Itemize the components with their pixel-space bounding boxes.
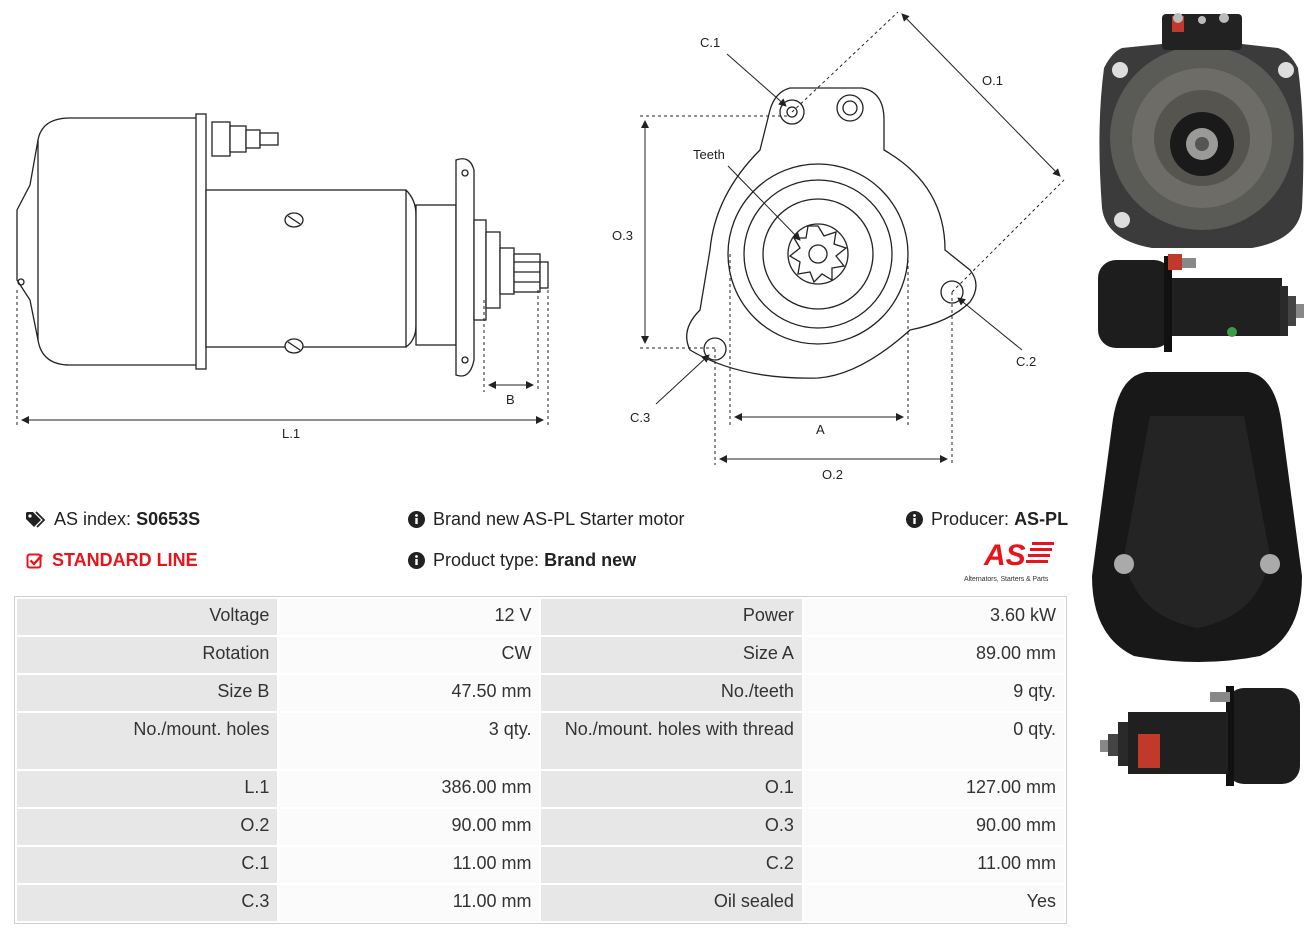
- spec-value: 127.00 mm: [803, 771, 1064, 807]
- spec-label: No./mount. holes with thread: [541, 713, 802, 769]
- description-text: Brand new AS-PL Starter motor: [433, 509, 685, 529]
- product-photo-front[interactable]: [1092, 8, 1306, 252]
- table-row: C.1 11.00 mm C.2 11.00 mm: [17, 847, 1064, 883]
- front-view: [640, 11, 1065, 465]
- table-row: Rotation CW Size A 89.00 mm: [17, 637, 1064, 673]
- dim-label-c3: C.3: [630, 410, 650, 425]
- spec-label: Rotation: [17, 637, 278, 673]
- table-row: Voltage 12 V Power 3.60 kW: [17, 599, 1064, 635]
- logo-tagline: Alternators, Starters & Parts: [964, 576, 1049, 583]
- spec-label: No./teeth: [541, 675, 802, 711]
- producer-label: Producer:: [931, 509, 1010, 529]
- tags-icon: [26, 510, 46, 529]
- info-circle-icon: [408, 511, 425, 528]
- dim-label-o3: O.3: [612, 228, 633, 243]
- table-row: L.1 386.00 mm O.1 127.00 mm: [17, 771, 1064, 807]
- spec-label: No./mount. holes: [17, 713, 278, 769]
- spec-value: 90.00 mm: [279, 809, 540, 845]
- dim-label-c1: C.1: [700, 35, 720, 50]
- spec-value: 12 V: [279, 599, 540, 635]
- spec-label: Oil sealed: [541, 885, 802, 921]
- info-circle-icon: [906, 511, 923, 528]
- spec-value: 90.00 mm: [803, 809, 1064, 845]
- table-row: Size B 47.50 mm No./teeth 9 qty.: [17, 675, 1064, 711]
- dim-label-b: B: [506, 392, 515, 407]
- spec-value: 0 qty.: [803, 713, 1064, 769]
- product-line: STANDARD LINE: [26, 550, 198, 571]
- spec-value: 386.00 mm: [279, 771, 540, 807]
- spec-value: 3.60 kW: [803, 599, 1064, 635]
- as-index-value: S0653S: [136, 509, 201, 529]
- product-description: Brand new AS-PL Starter motor: [408, 509, 684, 530]
- spec-value: 3 qty.: [279, 713, 540, 769]
- spec-label: C.1: [17, 847, 278, 883]
- spec-label: C.3: [17, 885, 278, 921]
- spec-value: 11.00 mm: [279, 847, 540, 883]
- info-circle-icon: [408, 552, 425, 569]
- svg-text:AS: AS: [983, 539, 1026, 569]
- producer: Producer: AS-PL: [906, 509, 1068, 530]
- as-pl-logo-mark: AS: [983, 539, 1054, 572]
- spec-label: L.1: [17, 771, 278, 807]
- spec-table: Voltage 12 V Power 3.60 kW Rotation CW S…: [14, 596, 1067, 924]
- as-index-label: AS index:: [54, 509, 132, 529]
- table-row: O.2 90.00 mm O.3 90.00 mm: [17, 809, 1064, 845]
- product-type: Product type: Brand new: [408, 550, 636, 571]
- product-photo-side[interactable]: [1094, 252, 1306, 356]
- spec-value: 47.50 mm: [279, 675, 540, 711]
- dim-label-o2: O.2: [822, 467, 843, 482]
- spec-value: CW: [279, 637, 540, 673]
- spec-label: C.2: [541, 847, 802, 883]
- spec-label: O.1: [541, 771, 802, 807]
- dim-label-teeth: Teeth: [693, 147, 725, 162]
- as-index: AS index: S0653S: [26, 509, 200, 530]
- dim-label-o1: O.1: [982, 73, 1003, 88]
- producer-value: AS-PL: [1014, 509, 1069, 529]
- dim-label-c2: C.2: [1016, 354, 1036, 369]
- spec-value: 11.00 mm: [803, 847, 1064, 883]
- spec-label: Size A: [541, 637, 802, 673]
- spec-label: Size B: [17, 675, 278, 711]
- check-square-icon: [26, 552, 44, 570]
- as-pl-logo: AS Alternators, Starters & Parts: [964, 539, 1068, 583]
- dim-label-l1: L.1: [282, 426, 300, 441]
- table-row: C.3 11.00 mm Oil sealed Yes: [17, 885, 1064, 921]
- spec-value: Yes: [803, 885, 1064, 921]
- standard-line-label: STANDARD LINE: [52, 550, 198, 570]
- product-photo-side-reverse[interactable]: [1098, 682, 1306, 792]
- side-view: [16, 113, 549, 428]
- technical-drawing: L.1 B C.1 O.1 O.3 Teeth: [16, 11, 1065, 482]
- spec-value: 89.00 mm: [803, 637, 1064, 673]
- spec-value: 11.00 mm: [279, 885, 540, 921]
- product-type-value: Brand new: [544, 550, 637, 570]
- spec-value: 9 qty.: [803, 675, 1064, 711]
- spec-label: Voltage: [17, 599, 278, 635]
- spec-label: Power: [541, 599, 802, 635]
- spec-label: O.3: [541, 809, 802, 845]
- dim-label-a: A: [816, 422, 825, 437]
- product-photo-back[interactable]: [1090, 366, 1304, 668]
- table-row: No./mount. holes 3 qty. No./mount. holes…: [17, 713, 1064, 769]
- product-type-label: Product type:: [433, 550, 540, 570]
- spec-label: O.2: [17, 809, 278, 845]
